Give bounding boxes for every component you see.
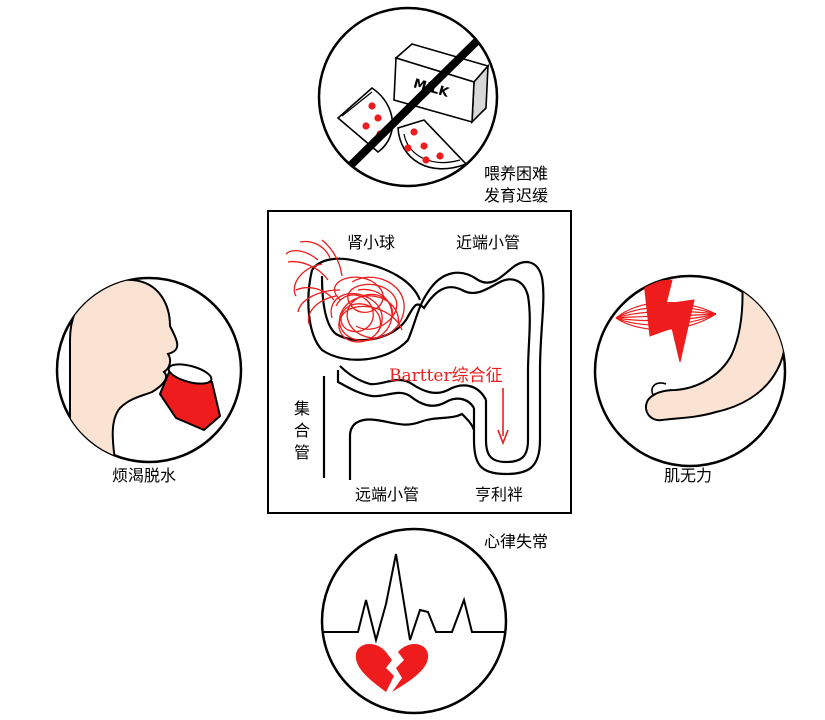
muscle-weakness-label: 肌无力 <box>664 466 713 485</box>
muscle-weakness-arm-icon <box>593 274 787 468</box>
distal-tubule-label: 远端小管 <box>355 485 420 504</box>
glomerulus-tangle <box>285 239 405 343</box>
drinking-head-icon <box>55 276 243 464</box>
proximal-tubule-label: 近端小管 <box>456 233 521 252</box>
developmental-delay-label: 发育迟缓 <box>484 186 549 205</box>
bartter-syndrome-label: Bartter综合征 <box>389 366 503 386</box>
nephron-frame <box>267 210 572 514</box>
feeding-difficulty-icon: MILK <box>317 6 499 188</box>
arrhythmia-label: 心律失常 <box>484 532 549 551</box>
bowman-capsule <box>311 257 422 301</box>
proximal-tubule-outer <box>307 260 545 476</box>
collecting-duct-label: 集合管 <box>293 399 310 462</box>
feeding-difficulty-label: 喂养困难 <box>484 164 549 183</box>
distal-tubule-inner <box>339 365 487 401</box>
red-arrow-head <box>497 429 509 446</box>
nephron-panel <box>267 210 572 514</box>
collecting-duct-inner <box>348 412 476 480</box>
glomerulus-label: 肾小球 <box>347 233 396 252</box>
thirst-dehydration-label: 烦渴脱水 <box>112 466 177 485</box>
loop-of-henle-label: 亨利袢 <box>475 485 524 504</box>
distal-tubule-outer <box>336 370 475 409</box>
broken-heart-ecg-icon <box>320 527 508 715</box>
